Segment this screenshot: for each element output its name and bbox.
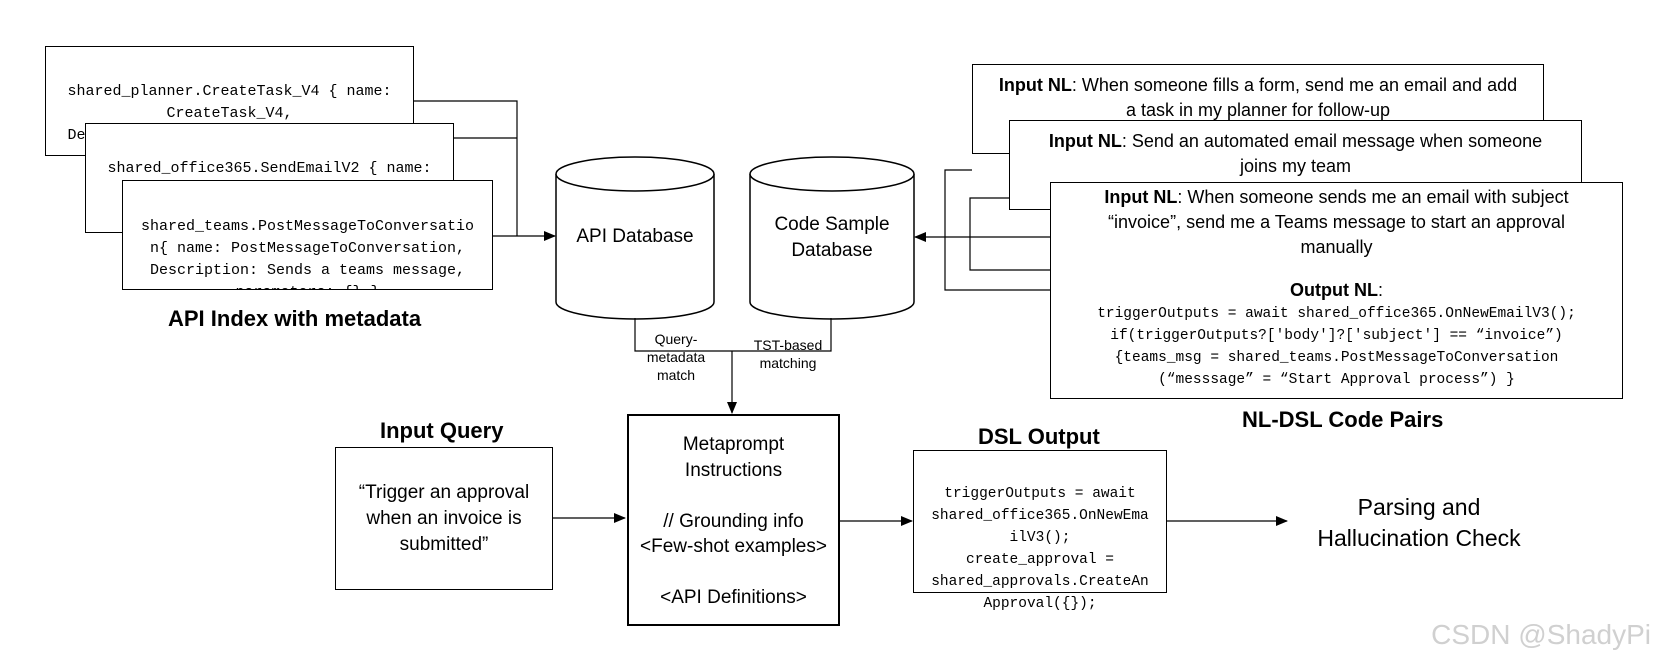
dsl-output-code: triggerOutputs = await shared_office365.… xyxy=(931,486,1149,612)
dsl-output-title: DSL Output xyxy=(978,424,1100,449)
nl-pair-form-text: : When someone fills a form, send me an … xyxy=(1071,75,1518,120)
api-database-label: API Database xyxy=(576,226,694,247)
watermark: CSDN @ShadyPi xyxy=(1431,619,1651,650)
code-database-cylinder xyxy=(749,156,915,320)
input-query-box: “Trigger an approval when an invoice is … xyxy=(335,447,553,590)
code-database-label: Code Sample Database xyxy=(774,214,890,261)
tst-matching-label: TST-based matching xyxy=(753,337,823,371)
nl-pair2-connector xyxy=(969,197,1050,271)
api-card-post-message: shared_teams.PostMessageToConversatio n{… xyxy=(122,180,493,290)
input-query-text: “Trigger an approval when an invoice is … xyxy=(358,481,530,555)
nl-pair-invoice-text: : When someone sends me an email with su… xyxy=(1108,187,1569,257)
output-nl-suffix: : xyxy=(1377,280,1383,300)
input-query-title: Input Query xyxy=(380,418,504,443)
api-card1-connector xyxy=(413,100,518,236)
nl-pair-output-heading: Output NL: xyxy=(1073,278,1600,303)
metaprompt-text: Metaprompt Instructions // Grounding inf… xyxy=(640,434,827,608)
nl-pair1-connector xyxy=(944,169,1050,291)
output-nl-prefix: Output NL xyxy=(1290,280,1378,300)
nl-pair-invoice: Input NL: When someone sends me an email… xyxy=(1050,182,1623,399)
metaprompt-box: Metaprompt Instructions // Grounding inf… xyxy=(627,414,840,626)
nl-pair-form-prefix: Input NL xyxy=(998,75,1072,95)
output-nl-code: triggerOutputs = await shared_office365.… xyxy=(1097,306,1576,388)
nl-pair-email-prefix: Input NL xyxy=(1048,131,1122,151)
nl-pair-email-text: : Send an automated email message when s… xyxy=(1121,131,1543,176)
api-card-post-message-text: shared_teams.PostMessageToConversatio n{… xyxy=(140,218,475,289)
api-index-title: API Index with metadata xyxy=(168,306,422,331)
nl-dsl-title: NL-DSL Code Pairs xyxy=(1242,407,1444,432)
dsl-output-box: triggerOutputs = await shared_office365.… xyxy=(913,450,1167,612)
nl-pair-invoice-input: Input NL: When someone sends me an email… xyxy=(1073,185,1600,260)
parsing-check-label: Parsing and Hallucination Check xyxy=(1317,494,1521,551)
api-db-down-line xyxy=(634,318,832,352)
nl-pair-invoice-prefix: Input NL xyxy=(1104,187,1178,207)
query-metadata-match-label: Query- metadata match xyxy=(646,331,706,383)
